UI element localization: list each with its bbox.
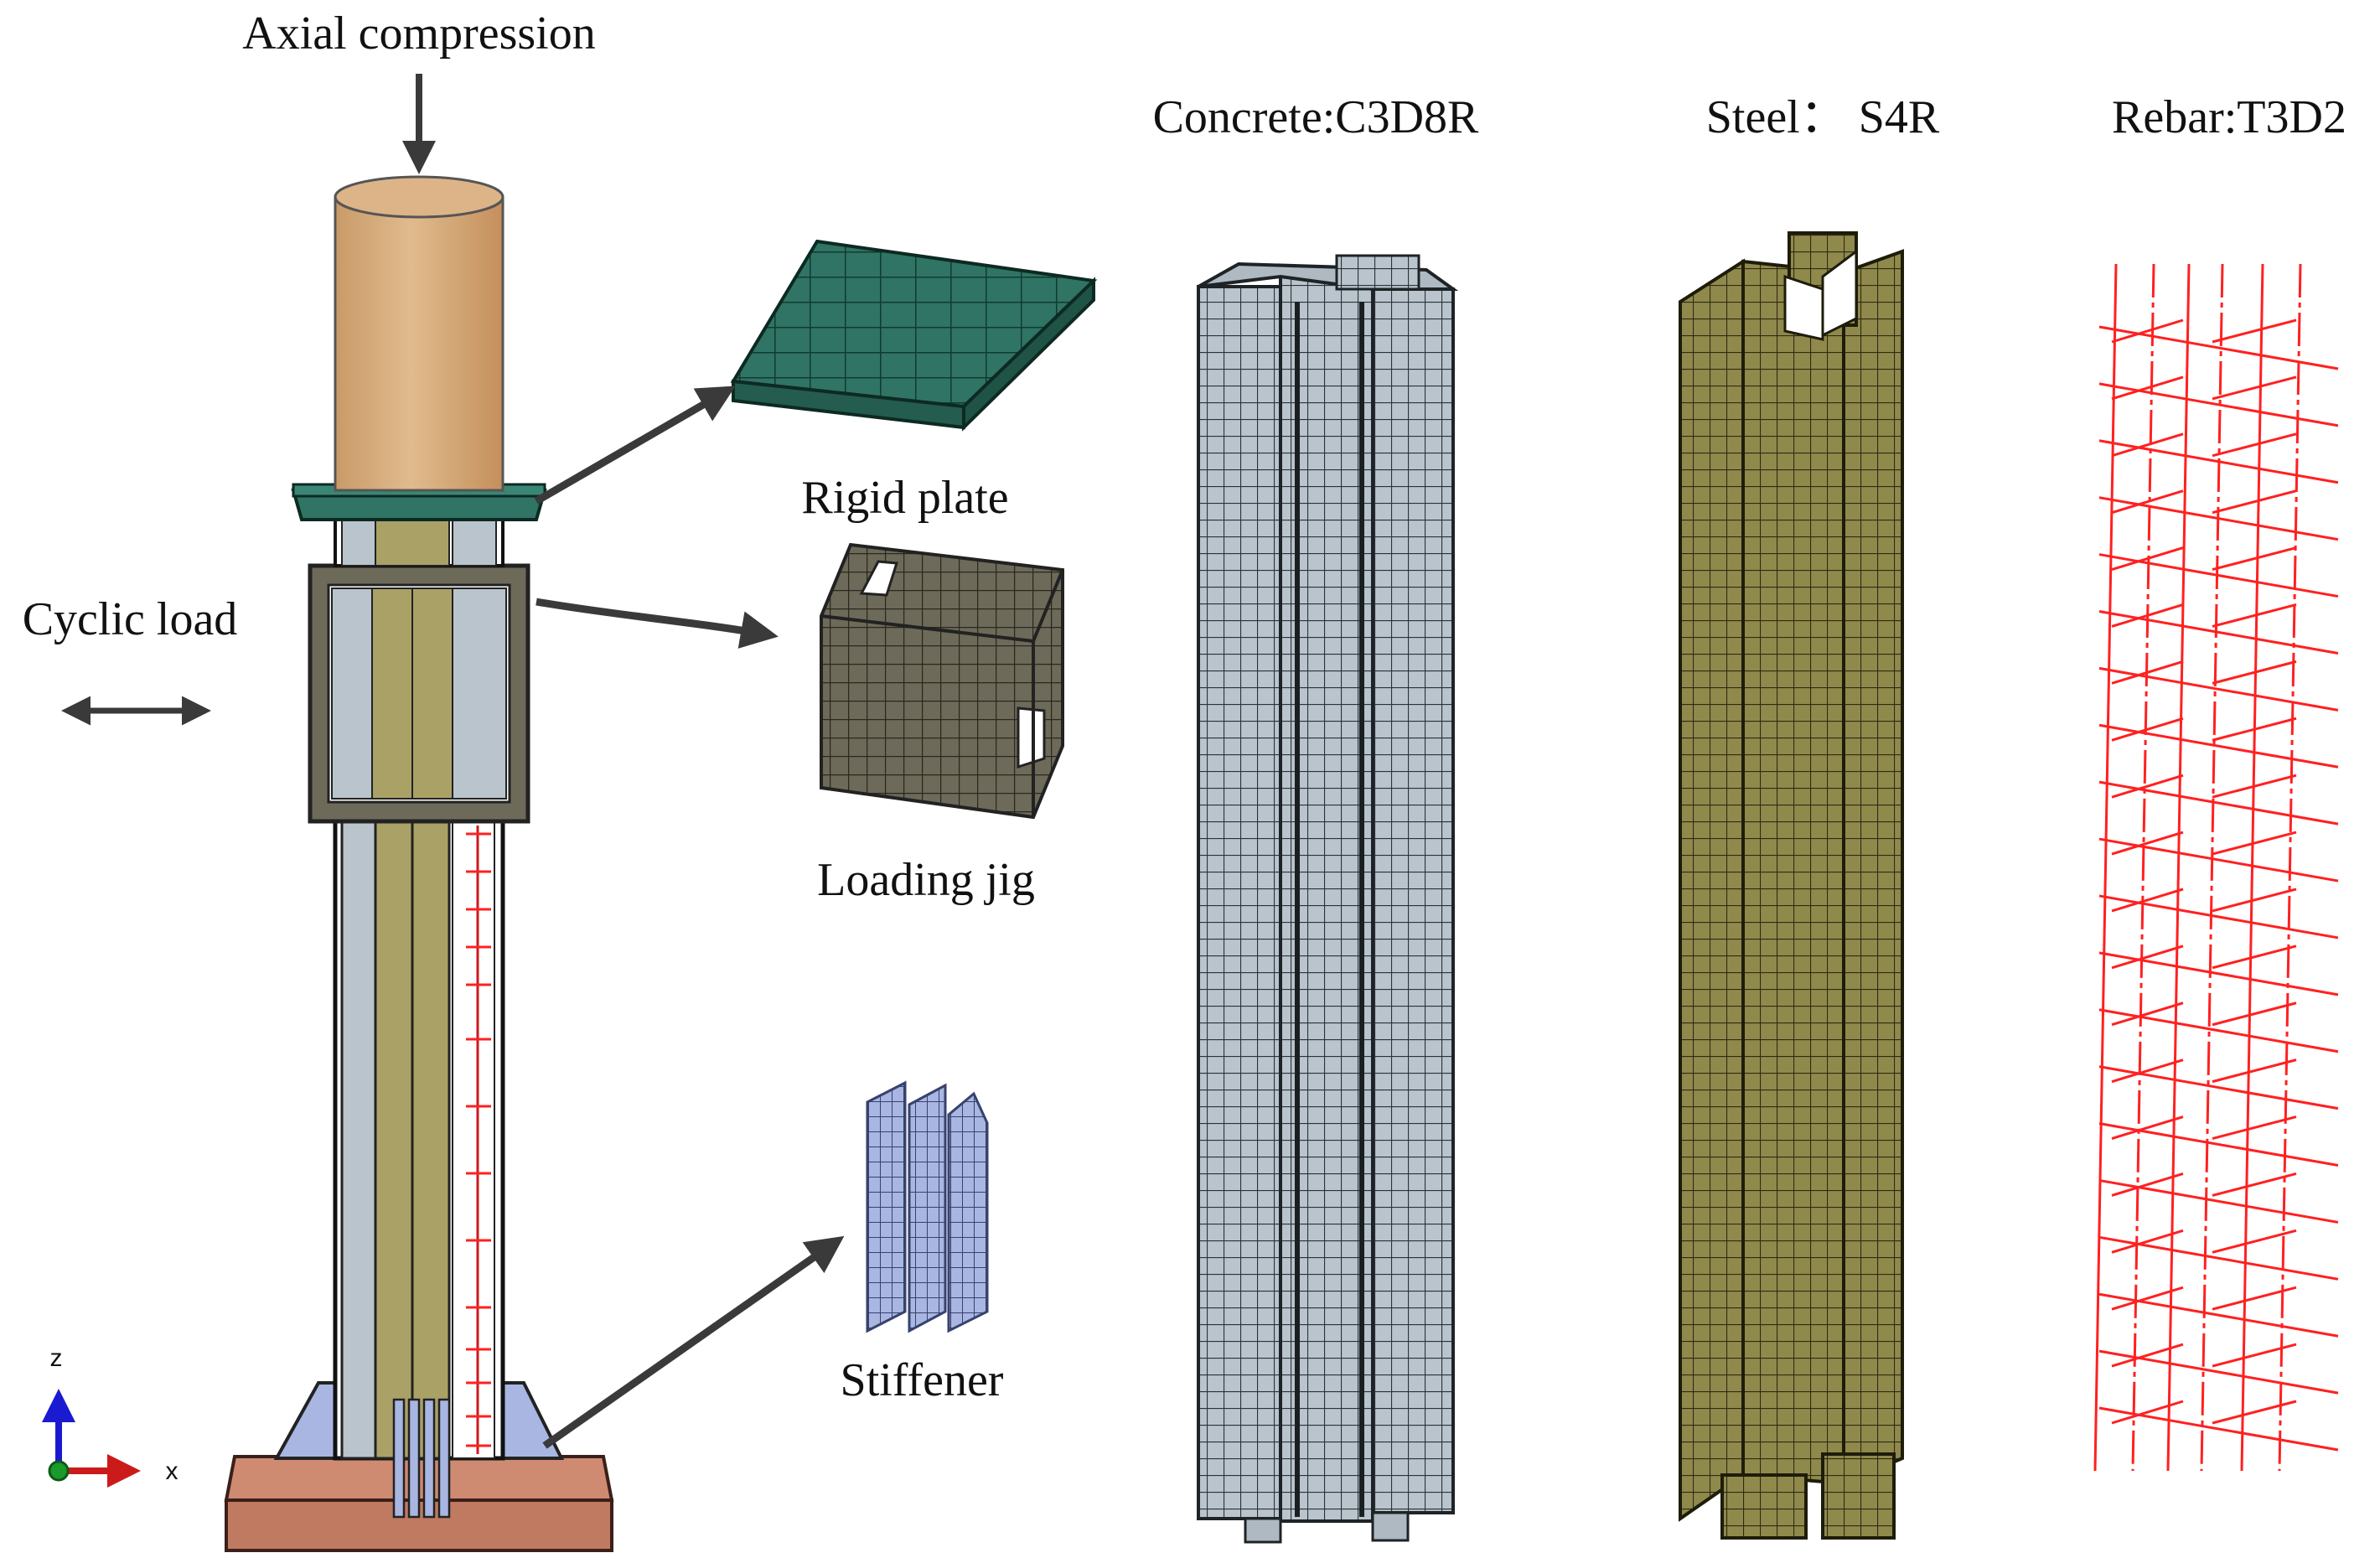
foot-stiffeners — [392, 1398, 451, 1519]
rebar-longitudinal-bar — [2240, 263, 2264, 1472]
upper-column-segment — [334, 514, 504, 567]
rebar-stirrup-tie — [2111, 489, 2184, 515]
assembled-column — [224, 175, 614, 1552]
rebar-stirrup — [2098, 1122, 2339, 1167]
concrete-element-label: Concrete:C3D8R — [1153, 91, 1479, 143]
stiffener-part: Stiffener — [841, 1080, 1004, 1406]
rigid-plate-pointer — [534, 386, 736, 505]
rebar-stirrup-tie — [2111, 603, 2184, 628]
rebar-stirrup-tie — [2212, 489, 2297, 515]
rebar-mesh: Rebar:T3D2 — [2093, 91, 2346, 1472]
rebar-stirrup — [2098, 1235, 2339, 1281]
base-stiffener-left — [273, 1381, 341, 1460]
rebar-stirrup-tie — [2212, 546, 2297, 572]
rebar-stirrup — [2098, 723, 2339, 769]
cyclic-load-annotation: Cyclic load — [23, 593, 238, 726]
rebar-longitudinal-bar — [2093, 263, 2118, 1472]
rebar-stirrup — [2098, 1178, 2339, 1224]
z-axis-label: z — [50, 1344, 63, 1372]
rebar-stirrup-tie — [2212, 717, 2297, 742]
rebar-stirrup — [2098, 325, 2339, 370]
rebar-stirrup-tie — [2111, 1286, 2184, 1311]
rebar-stirrup-tie — [2111, 831, 2184, 856]
rebar-element-label: Rebar:T3D2 — [2112, 91, 2346, 143]
rebar-stirrup-tie — [2212, 1172, 2297, 1197]
rebar-stirrups — [466, 832, 491, 1447]
rebar-stirrup-tie — [2212, 1229, 2297, 1254]
rebar-longitudinal-bar — [2278, 263, 2302, 1472]
rebar-stirrup-tie — [2111, 717, 2184, 742]
rebar-bars — [2093, 263, 2339, 1472]
rebar-stirrup-tie — [2212, 1059, 2297, 1084]
rebar-stirrup-tie — [2111, 318, 2184, 344]
rebar-stirrup-tie — [2111, 1002, 2184, 1027]
rebar-stirrup-tie — [2212, 1400, 2297, 1425]
rebar-stirrup — [2098, 1008, 2339, 1053]
loading-jig-part: Loading jig — [817, 542, 1064, 906]
loading-cylinder — [334, 175, 504, 492]
rebar-stirrup-tie — [2111, 888, 2184, 913]
rebar-stirrup — [2098, 951, 2339, 996]
rebar-stirrup-tie — [2111, 1343, 2184, 1368]
rebar-stirrup-tie — [2212, 603, 2297, 628]
rigid-plate-label: Rigid plate — [801, 472, 1008, 524]
loading-jig-label: Loading jig — [817, 854, 1035, 906]
loading-jig-frame — [308, 563, 530, 824]
rebar-stirrup-tie — [2111, 375, 2184, 401]
rebar-stirrup — [2098, 894, 2339, 939]
rebar-stirrup-tie — [2212, 831, 2297, 856]
rebar-stirrup-tie — [2111, 546, 2184, 572]
rebar-stirrup-tie — [2212, 432, 2297, 458]
base-stiffener-right — [501, 1381, 565, 1460]
rebar-stirrup-tie — [2212, 1343, 2297, 1368]
rebar-stirrup-tie — [2212, 318, 2297, 344]
axial-compression-label: Axial compression — [242, 8, 595, 60]
rebar-stirrup — [2098, 553, 2339, 598]
rebar-longitudinal-bar — [2166, 263, 2191, 1472]
steel-mesh: Steel： S4R — [1679, 91, 1940, 1540]
rigid-plate-part: Rigid plate — [730, 239, 1098, 524]
coordinate-axes: z x — [42, 1344, 178, 1488]
rebar-stirrup-tie — [2212, 1115, 2297, 1140]
stiffener-pointer — [542, 1235, 845, 1449]
rebar-stirrup-tie — [2212, 1286, 2297, 1311]
rebar-stirrup-tie — [2111, 1115, 2184, 1140]
rebar-stirrup-tie — [2111, 1172, 2184, 1197]
rebar-longitudinal-bar — [2200, 263, 2224, 1472]
rebar-stirrup-tie — [2111, 1229, 2184, 1254]
rebar-stirrup-tie — [2212, 888, 2297, 913]
rebar-stirrup-tie — [2111, 1059, 2184, 1084]
rebar-stirrup-tie — [2111, 945, 2184, 970]
rebar-stirrup-tie — [2111, 432, 2184, 458]
rebar-stirrup — [2098, 837, 2339, 883]
rebar-stirrup — [2098, 609, 2339, 655]
concrete-mesh: Concrete:C3D8R — [1153, 91, 1479, 1544]
rebar-stirrup — [2098, 780, 2339, 826]
steel-element-label: Steel： S4R — [1706, 91, 1940, 143]
rebar-stirrup — [2098, 1065, 2339, 1110]
rebar-stirrup — [2098, 1406, 2339, 1452]
rebar-longitudinal-bar — [2131, 263, 2155, 1472]
rebar-stirrup-tie — [2212, 1002, 2297, 1027]
rebar-stirrup-tie — [2111, 774, 2184, 799]
rebar-stirrup-tie — [2111, 660, 2184, 685]
rebar-stirrup-tie — [2212, 945, 2297, 970]
rebar-stirrup — [2098, 666, 2339, 712]
rebar-stirrup-tie — [2111, 1400, 2184, 1425]
cyclic-load-label: Cyclic load — [23, 593, 238, 645]
axial-compression-annotation: Axial compression — [242, 8, 596, 174]
x-axis-label: x — [166, 1457, 178, 1485]
origin-point — [48, 1460, 70, 1482]
rebar-stirrup-tie — [2212, 375, 2297, 401]
rebar-stirrup-tie — [2212, 660, 2297, 685]
stiffener-label: Stiffener — [841, 1354, 1004, 1406]
loading-jig-pointer — [536, 598, 779, 649]
rebar-stirrup-tie — [2212, 774, 2297, 799]
